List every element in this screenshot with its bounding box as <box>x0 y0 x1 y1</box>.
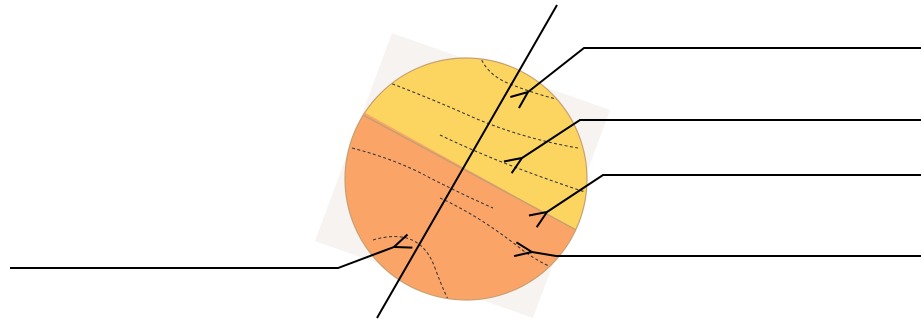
globe <box>330 40 610 320</box>
leader-right-1 <box>528 48 921 92</box>
leader-right-3 <box>547 175 921 212</box>
leader-left <box>10 247 394 268</box>
leader-right-4 <box>532 252 921 256</box>
